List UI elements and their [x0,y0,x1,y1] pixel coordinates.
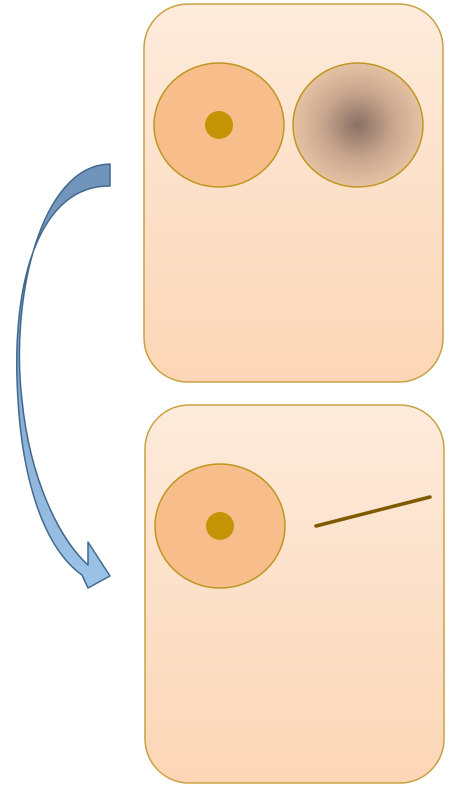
curved-arrow [15,163,111,589]
top-cell-with-nucleus [153,62,285,188]
bottom-panel [144,404,445,784]
line-segment [314,495,432,528]
bottom-cell-with-nucleus [154,463,286,589]
top-panel [143,3,444,383]
blurred-dark-circle [292,62,424,188]
nucleus-dot [205,111,233,139]
bottom-panel-frame [144,404,445,784]
top-panel-frame [143,3,444,383]
curved-arrow-body [15,163,111,589]
nucleus-dot [206,512,234,540]
